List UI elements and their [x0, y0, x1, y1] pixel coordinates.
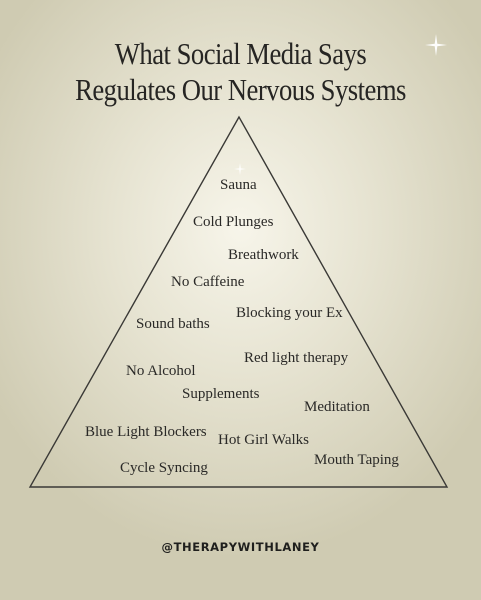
pyramid-item-supplements: Supplements [182, 386, 260, 402]
pyramid-item-red-light-therapy: Red light therapy [244, 350, 349, 366]
pyramid-item-blocking-your-ex: Blocking your Ex [236, 305, 343, 321]
pyramid-item-no-caffeine: No Caffeine [171, 274, 245, 290]
title-line-1: What Social Media Says [114, 36, 367, 71]
pyramid-item-meditation: Meditation [304, 399, 370, 415]
pyramid-item-mouth-taping: Mouth Taping [314, 452, 399, 468]
pyramid-item-cold-plunges: Cold Plunges [193, 214, 274, 230]
pyramid-item-hot-girl-walks: Hot Girl Walks [218, 432, 310, 448]
sparkle-icon [234, 160, 246, 179]
title-line-2: Regulates Our Nervous Systems [75, 72, 406, 107]
pyramid-item-blue-light-blockers: Blue Light Blockers [85, 424, 207, 440]
pyramid-item-sauna: Sauna [220, 177, 257, 193]
page-title: What Social Media Says Regulates Our Ner… [34, 36, 448, 108]
sparkle-icon [425, 34, 447, 60]
pyramid-item-sound-baths: Sound baths [136, 316, 210, 332]
pyramid-item-no-alcohol: No Alcohol [126, 363, 196, 379]
pyramid-item-cycle-syncing: Cycle Syncing [120, 460, 208, 476]
pyramid-item-breathwork: Breathwork [228, 247, 299, 263]
author-handle: @THERAPYWITHLANEY [161, 540, 320, 554]
